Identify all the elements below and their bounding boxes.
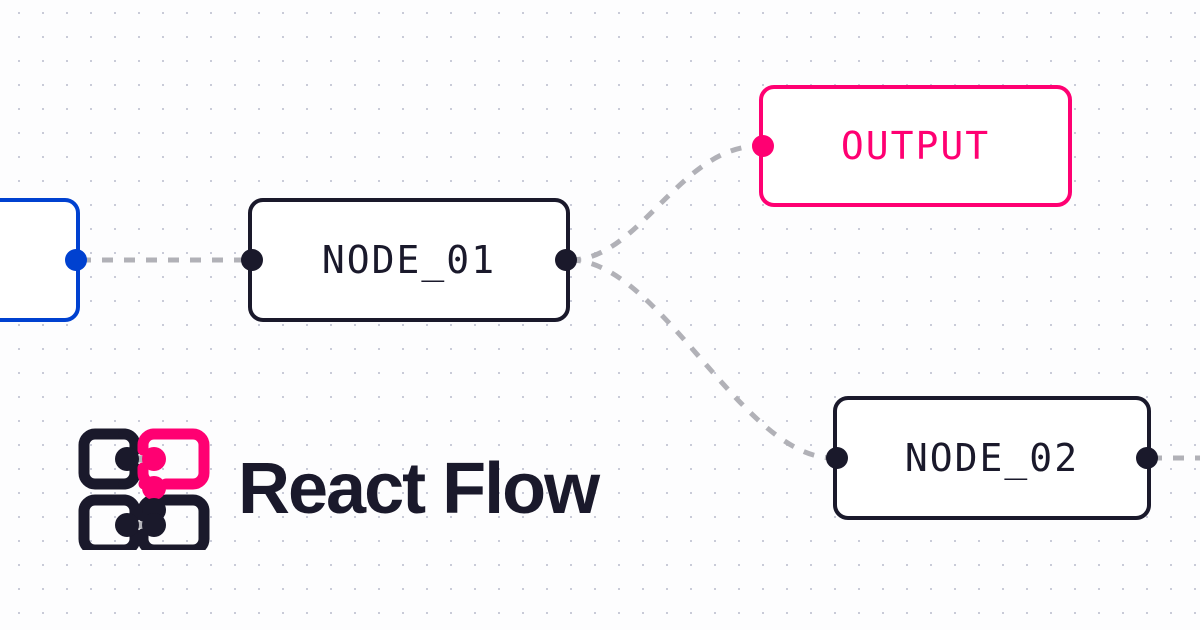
logo-dot-top-right bbox=[142, 447, 166, 471]
logo-dot-top-left bbox=[115, 447, 139, 471]
brand-lockup: React Flow bbox=[78, 428, 600, 550]
flow-node-node-01[interactable]: NODE_01 bbox=[241, 198, 577, 322]
logo-square-bottom-left bbox=[78, 494, 130, 550]
brand-name: React Flow bbox=[238, 449, 600, 529]
handle-output-left[interactable] bbox=[752, 135, 774, 157]
edge-node01-to-node02 bbox=[569, 257, 834, 461]
logo-square-top-left bbox=[78, 428, 130, 490]
logo-square-top-right bbox=[148, 428, 210, 490]
handle-node-02-left[interactable] bbox=[826, 447, 848, 469]
handle-node-01-left[interactable] bbox=[241, 249, 263, 271]
flow-node-input[interactable] bbox=[0, 198, 87, 322]
handle-node-01-right[interactable] bbox=[555, 249, 577, 271]
logo-dot-bottom-right bbox=[142, 513, 166, 537]
handle-input-right[interactable] bbox=[65, 249, 87, 271]
flow-node-node-02-label: NODE_02 bbox=[904, 436, 1080, 480]
logo-dot-bottom-left bbox=[115, 513, 139, 537]
flow-node-node-01-label: NODE_01 bbox=[321, 238, 497, 282]
flow-node-node-02[interactable]: NODE_02 bbox=[826, 396, 1158, 520]
edge-node01-to-output bbox=[569, 143, 760, 263]
handle-node-02-right[interactable] bbox=[1136, 447, 1158, 469]
react-flow-logo-icon bbox=[78, 428, 210, 550]
flow-node-output[interactable]: OUTPUT bbox=[752, 85, 1072, 207]
flow-node-output-label: OUTPUT bbox=[840, 124, 991, 168]
logo-dot-mid-pink bbox=[142, 476, 166, 500]
logo-square-bottom-right bbox=[137, 494, 210, 550]
